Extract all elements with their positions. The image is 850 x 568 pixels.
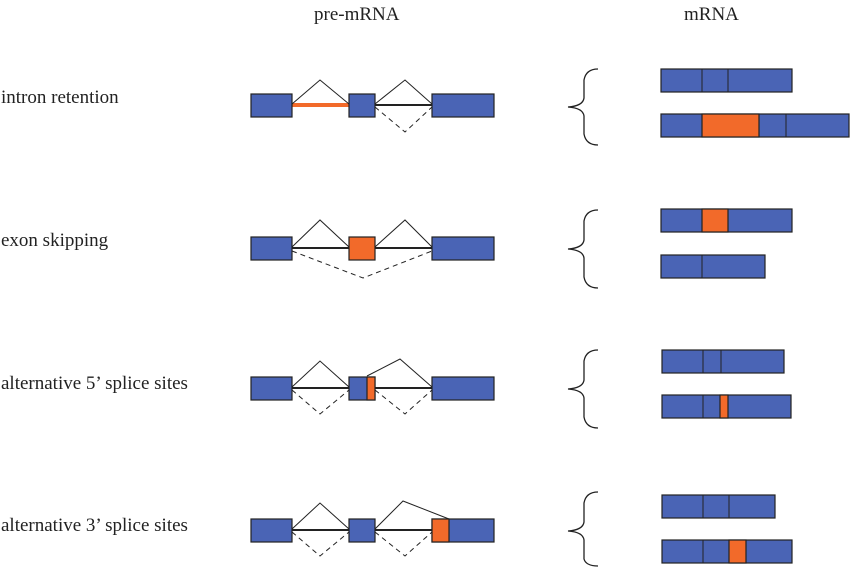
exon-3: [431, 376, 495, 401]
splice-arc: [374, 79, 433, 105]
pre-mrna-intron-retention: [250, 79, 495, 133]
brace: [567, 349, 599, 429]
alt-splice-arc: [291, 389, 350, 415]
row-label-exon-skipping: exon skipping: [1, 230, 109, 251]
exon-1: [250, 518, 293, 543]
mrna-intron-retention: [660, 68, 850, 138]
splice-arc: [374, 219, 433, 248]
mrna-transcript: [661, 349, 785, 374]
pre-mrna-alt-5-splice: [250, 358, 495, 415]
exon-1: [250, 93, 293, 118]
alt-splice-arc: [374, 531, 433, 557]
alt-5-segment: [719, 394, 729, 419]
mrna-transcript: [661, 494, 776, 519]
exon-2: [348, 93, 376, 118]
mrna-alt-5-splice: [661, 349, 792, 419]
alt-splice-arc: [291, 250, 433, 279]
exon-1: [250, 376, 293, 401]
exon-3: [431, 236, 495, 261]
row-label-intron-retention: intron retention: [1, 87, 119, 108]
pre-mrna-alt-3-splice: [250, 500, 495, 557]
mrna-transcript: [660, 254, 766, 279]
splice-arc: [374, 500, 450, 530]
mrna-exon-skipping: [660, 208, 793, 279]
cassette-exon: [348, 236, 376, 261]
row-label-alt-5-splice: alternative 5’ splice sites: [1, 373, 188, 394]
splice-arc: [366, 358, 433, 388]
mrna-alt-3-splice: [661, 494, 793, 564]
exon-2: [348, 518, 376, 543]
splice-arc: [291, 502, 350, 530]
splice-arc: [291, 360, 350, 388]
alt-3-segment: [728, 539, 747, 564]
alt-splice-arc: [374, 389, 433, 415]
alt-splice-arc: [291, 531, 350, 557]
mrna-header: mRNA: [684, 4, 739, 25]
pre-mrna-exon-skipping: [250, 219, 495, 279]
mrna-transcript: [661, 539, 793, 564]
retained-intron-segment: [701, 113, 760, 138]
mrna-transcript: [660, 68, 793, 93]
splice-arc: [291, 79, 350, 105]
brace: [567, 209, 599, 289]
alt-5-region: [366, 376, 376, 401]
exon-3: [431, 93, 495, 118]
pre-mrna-header: pre-mRNA: [314, 4, 400, 25]
splice-arc: [291, 219, 350, 248]
brace: [567, 68, 599, 146]
alt-3-region: [431, 518, 450, 543]
included-exon-segment: [701, 208, 729, 233]
row-label-alt-3-splice: alternative 3’ splice sites: [1, 515, 188, 536]
brace: [567, 491, 599, 567]
exon-1: [250, 236, 293, 261]
alt-splice-arc: [374, 106, 433, 133]
